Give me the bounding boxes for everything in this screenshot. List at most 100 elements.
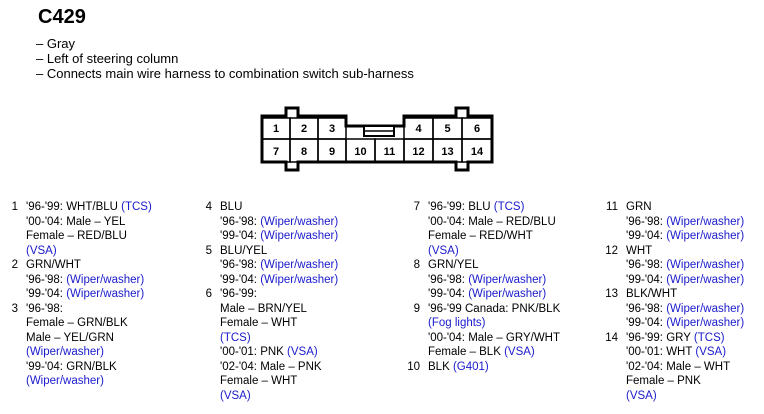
- wire-info-text: GRN/YEL: [428, 259, 479, 271]
- wire-info-text: '96-'98:: [626, 259, 667, 271]
- wire-info-text: '96-'99 Canada: PNK/BLK: [428, 302, 561, 315]
- wire-info-text: '96-'98:: [26, 273, 67, 286]
- pin-description-line: GRN/YEL: [428, 258, 560, 273]
- pin-description-line: '96-'98: (Wiper/washer): [428, 273, 560, 288]
- pin-description-line: '99-'04: (Wiper/washer): [626, 229, 744, 244]
- pin-description-line: '02-'04: Male – WHT: [626, 360, 744, 375]
- pin-description: GRN/WHT'96-'98: (Wiper/washer)'99-'04: (…: [26, 258, 152, 302]
- pin-description-line: '00-'04: Male – YEL: [26, 215, 152, 230]
- wire-info-text: WHT: [626, 244, 653, 257]
- component-reference: (Wiper/washer): [666, 230, 745, 242]
- component-reference: (Wiper/washer): [260, 259, 339, 271]
- pin-number: 2: [11, 259, 18, 271]
- pin-description-line: (TCS): [220, 331, 338, 346]
- pin-description-line: '96-'99:: [220, 287, 338, 302]
- wire-info-text: '96-'98:: [220, 215, 261, 228]
- wire-info-text: '99-'04:: [428, 288, 469, 300]
- pin-number: 14: [605, 331, 618, 344]
- wire-info-text: '99-'04: GRN/BLK: [26, 360, 117, 373]
- wire-info-text: '96-'99:: [220, 288, 257, 300]
- pin-label: 11: [384, 146, 396, 158]
- pin-description-line: '02-'04: Male – PNK: [220, 360, 338, 375]
- description-line: – Gray: [36, 36, 76, 51]
- wire-info-text: Female – PNK: [626, 375, 701, 387]
- pin-description-line: (VSA): [220, 389, 338, 404]
- wire-info-text: '96-'99: WHT/BLU: [26, 201, 122, 213]
- pin-number: 1: [11, 201, 18, 213]
- pin-number: 5: [205, 244, 212, 257]
- component-reference: (G401): [452, 360, 489, 373]
- pin-description-line: '96-'98:: [26, 302, 152, 317]
- component-reference: (Wiper/washer): [66, 288, 145, 300]
- pin-label: 12: [412, 146, 424, 158]
- pin-description: GRN'96-'98: (Wiper/washer)'99-'04: (Wipe…: [626, 200, 744, 244]
- pin-label: 1: [273, 123, 279, 135]
- description-line: – Connects main wire harness to combinat…: [36, 66, 414, 81]
- wire-info-text: Female – RED/BLU: [26, 230, 127, 242]
- pin-description-line: '99-'04: (Wiper/washer): [26, 287, 152, 302]
- pin-description: '96-'99 Canada: PNK/BLK(Fog lights)'00-'…: [428, 302, 560, 360]
- pin-description-line: BLU/YEL: [220, 244, 338, 259]
- pin-description-line: (VSA): [626, 389, 744, 404]
- pin-description-line: WHT: [626, 244, 744, 259]
- pin-entry: 14'96-'99: GRY (TCS)'00-'01: WHT (VSA)'0…: [604, 331, 744, 404]
- wire-info-text: Female – WHT: [220, 375, 298, 387]
- pin-description-line: (Wiper/washer): [26, 374, 152, 389]
- component-reference: (Wiper/washer): [260, 273, 339, 286]
- wire-info-text: '96-'98:: [626, 215, 667, 228]
- pin-description: '96-'99: WHT/BLU (TCS)'00-'04: Male – YE…: [26, 200, 152, 258]
- pin-description-line: (Fog lights): [428, 316, 560, 331]
- wire-info-text: BLU/YEL: [220, 244, 268, 257]
- component-reference: (Wiper/washer): [26, 346, 104, 358]
- wire-info-text: '00-'01: PNK: [220, 346, 288, 358]
- component-reference: (Wiper/washer): [260, 215, 339, 228]
- bottom-row-cavities: [261, 138, 493, 163]
- wire-info-text: '96-'99: GRY: [626, 331, 694, 344]
- wire-info-text: GRN/WHT: [26, 259, 81, 271]
- pin-description-line: Female – RED/WHT: [428, 229, 560, 244]
- pin-description-line: '00-'04: Male – RED/BLU: [428, 215, 560, 230]
- pin-label: 13: [441, 146, 453, 158]
- pin-entry: 13 BLK/WHT'96-'98: (Wiper/washer)'99-'04:…: [604, 287, 744, 331]
- pin-number: 7: [413, 201, 420, 213]
- pin-description: BLK/WHT'96-'98: (Wiper/washer)'99-'04: (…: [626, 287, 744, 331]
- component-reference: (Wiper/washer): [666, 302, 745, 315]
- wire-info-text: '99-'04:: [220, 273, 261, 286]
- pin-description-line: (VSA): [26, 244, 152, 259]
- component-reference: (Wiper/washer): [666, 317, 745, 329]
- pin-number: 13: [605, 288, 618, 300]
- wire-info-text: '00-'04: Male – RED/BLU: [428, 215, 556, 228]
- pin-description-line: (VSA): [428, 244, 560, 259]
- pin-number: 9: [413, 302, 420, 315]
- wire-info-text: '99-'04:: [626, 317, 667, 329]
- pin-description-line: '99-'04: (Wiper/washer): [220, 273, 338, 288]
- pin-description-line: '96-'99 Canada: PNK/BLK: [428, 302, 560, 317]
- pin-label: 3: [329, 123, 335, 135]
- pin-label: 5: [444, 123, 450, 135]
- cavity: [461, 138, 493, 163]
- pin-description: BLK (G401): [428, 360, 560, 375]
- wire-info-text: Female – WHT: [220, 317, 298, 329]
- pin-description-line: Male – YEL/GRN: [26, 331, 152, 346]
- component-reference: (VSA): [26, 244, 57, 257]
- component-reference: (Wiper/washer): [66, 273, 145, 286]
- pin-label: 4: [415, 123, 422, 135]
- wire-info-text: BLK/WHT: [626, 288, 678, 300]
- wire-info-text: '00-'01: WHT: [626, 346, 696, 358]
- pin-description-line: '00-'01: PNK (VSA): [220, 345, 338, 360]
- pin-description: '96-'99: BLU (TCS)'00-'04: Male – RED/BL…: [428, 200, 560, 258]
- pin-column: 7 '96-'99: BLU (TCS)'00-'04: Male – RED/B…: [406, 200, 560, 374]
- wire-info-text: '99-'04:: [220, 230, 261, 242]
- pin-description-line: '96-'98: (Wiper/washer): [26, 273, 152, 288]
- wire-info-text: '02-'04: Male – PNK: [220, 360, 322, 373]
- wire-info-text: '99-'04:: [26, 288, 67, 300]
- pin-number: 6: [205, 288, 212, 300]
- pin-description-line: '00-'01: WHT (VSA): [626, 345, 744, 360]
- component-reference: (Wiper/washer): [666, 273, 745, 286]
